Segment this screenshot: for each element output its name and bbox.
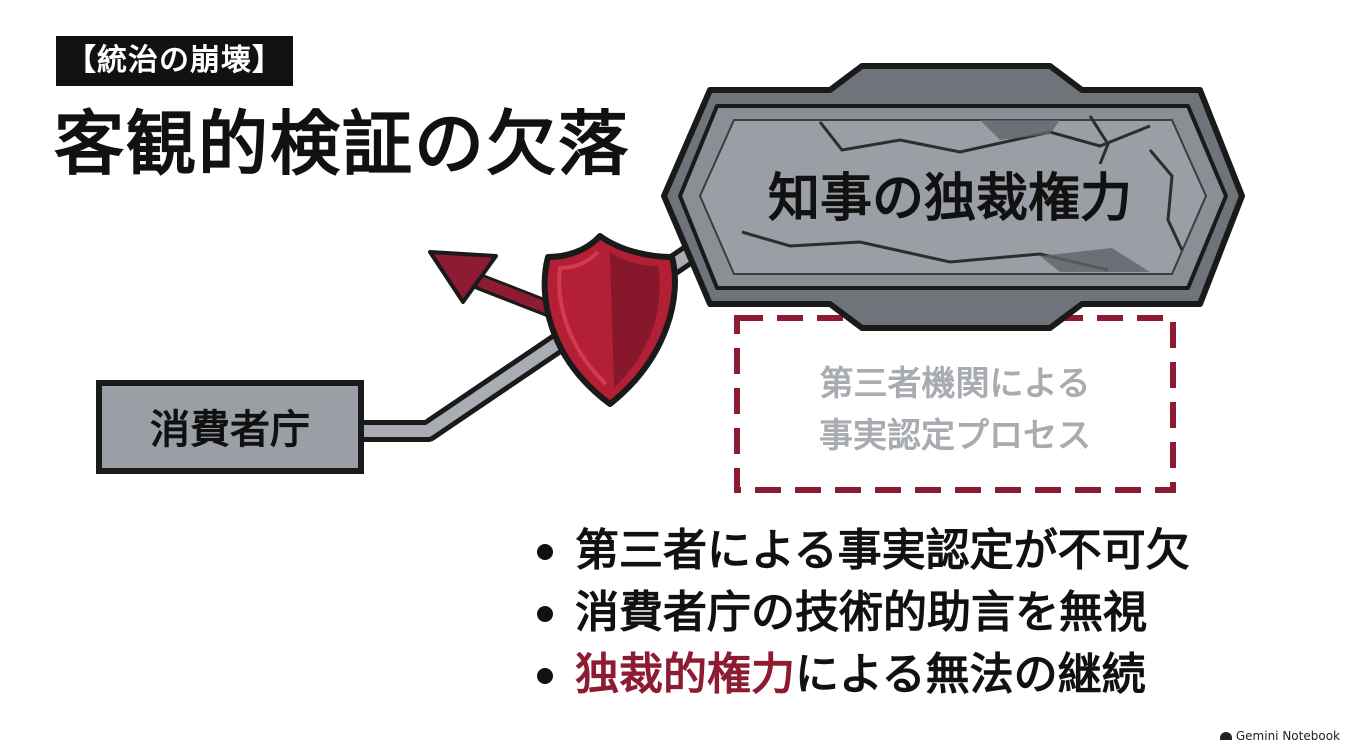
section-tag: 【統治の崩壊】: [56, 36, 293, 86]
shield-icon: [541, 233, 678, 407]
bullet-item: 消費者庁の技術的助言を無視: [535, 582, 1190, 644]
third-party-box: 第三者機関による 事実認定プロセス: [734, 315, 1176, 493]
governor-label: 知事の独裁権力: [768, 169, 1132, 229]
notebook-logo-icon: [1219, 732, 1232, 740]
agency-label: 消費者庁: [150, 407, 310, 453]
third-party-label-line2: 事実認定プロセス: [819, 416, 1091, 456]
watermark: Gemini Notebook: [1219, 729, 1340, 743]
bullet-item: 第三者による事実認定が不可欠: [535, 520, 1190, 582]
page-title: 客観的検証の欠落: [54, 103, 630, 185]
governor-plate: 知事の独裁権力: [661, 63, 1245, 331]
bullet-text-accent: 独裁的権力: [575, 649, 795, 700]
bullet-text: による無法の継続: [795, 649, 1146, 700]
bullet-list: 第三者による事実認定が不可欠 消費者庁の技術的助言を無視 独裁的権力による無法の…: [535, 520, 1190, 706]
bullet-item: 独裁的権力による無法の継続: [535, 644, 1190, 706]
watermark-text: Gemini Notebook: [1235, 729, 1340, 743]
agency-box: 消費者庁: [96, 380, 364, 474]
third-party-label-line1: 第三者機関による: [820, 364, 1091, 404]
bullet-text: 消費者庁の技術的助言を無視: [575, 587, 1147, 638]
bullet-text: 第三者による事実認定が不可欠: [575, 525, 1190, 576]
